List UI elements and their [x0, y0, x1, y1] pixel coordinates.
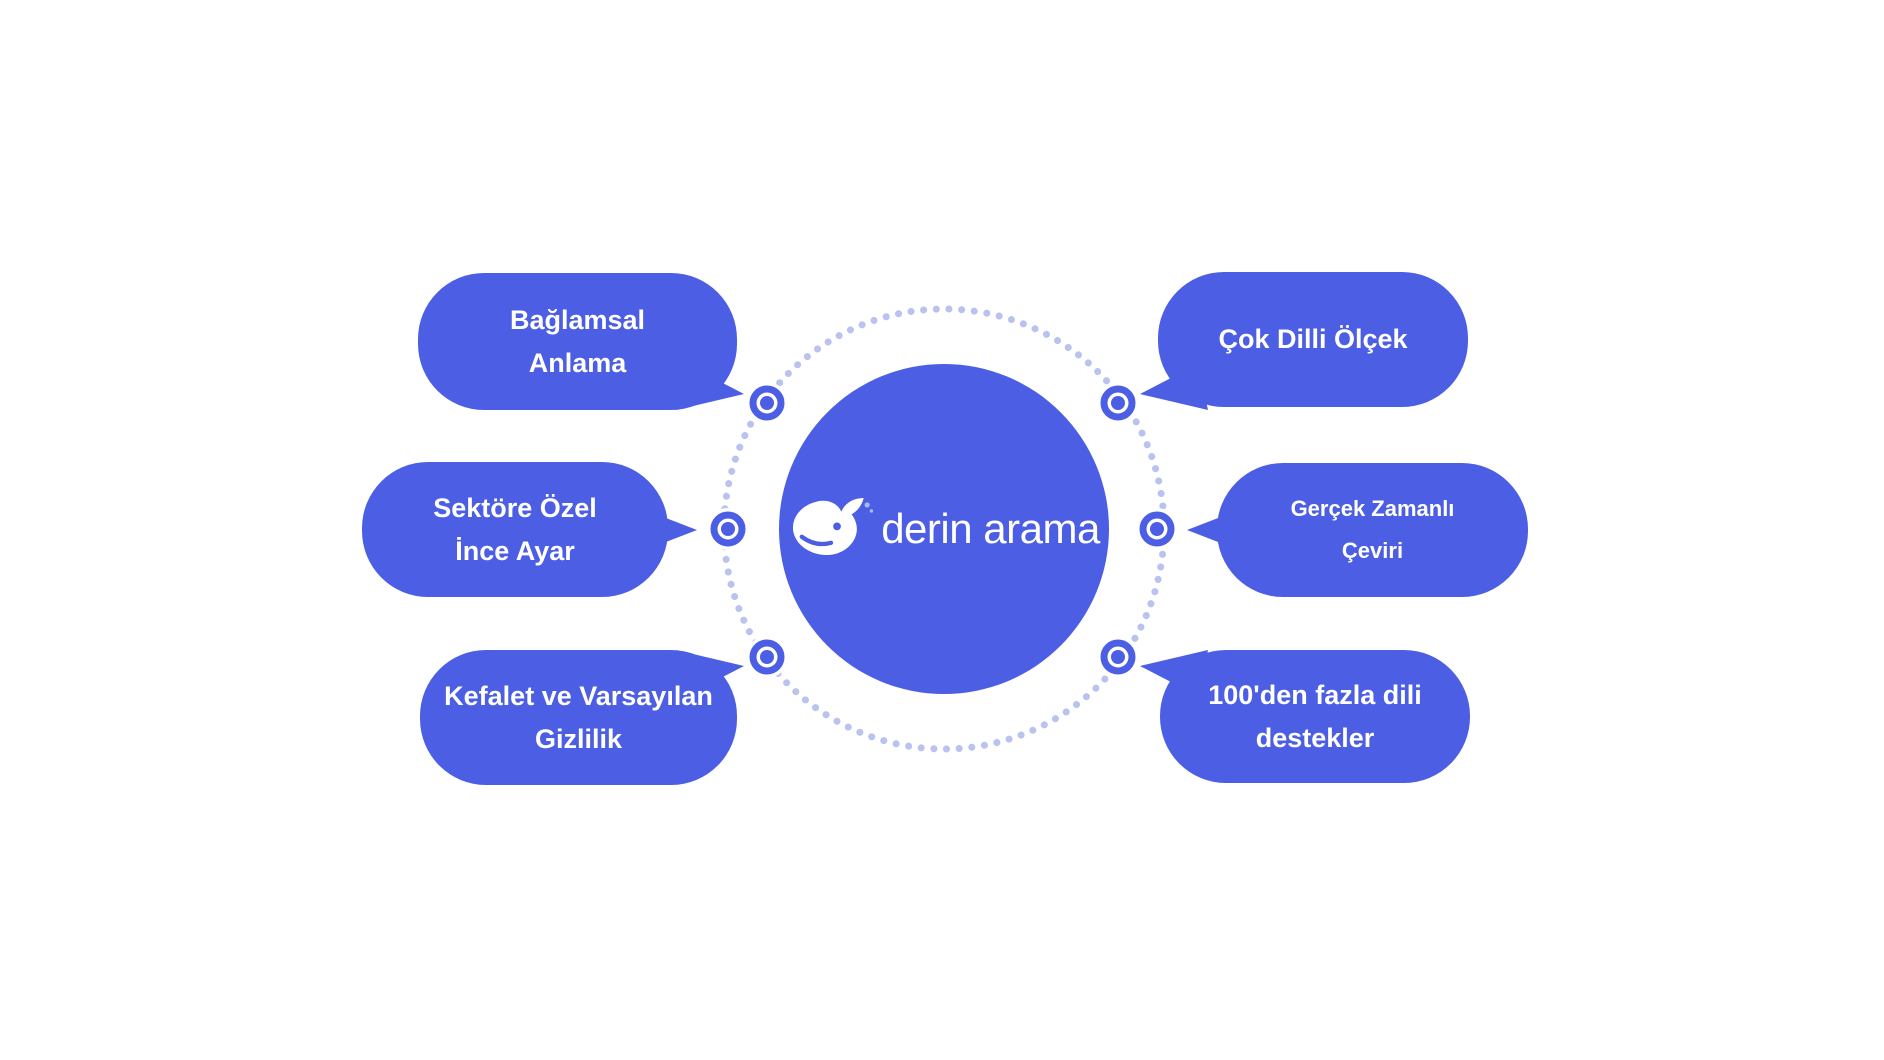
- connector-dot-icon: [707, 508, 749, 550]
- bubble-text-line: Çeviri: [1341, 538, 1404, 563]
- bubble-text-line: Sektöre Özel: [433, 492, 597, 523]
- bubble-text-line: Bağlamsal: [509, 304, 646, 335]
- bubble-privacy-defaults: Kefalet ve Varsayılan Gizlilik: [420, 650, 737, 785]
- brand-label: derin arama: [881, 505, 1100, 552]
- connector-dots: [707, 382, 1178, 678]
- bubble-language-support: 100'den fazla dili destekler: [1160, 650, 1470, 783]
- center-brand-circle: derin arama: [779, 364, 1109, 694]
- connector-dot-icon: [746, 636, 788, 678]
- bubble-multilingual-scale: Çok Dilli Ölçek: [1158, 272, 1468, 407]
- bubble-contextual-understanding: Bağlamsal Anlama: [418, 273, 737, 410]
- bubble-text-line: Gizlilik: [534, 723, 623, 754]
- bubble-text-line: Gerçek Zamanlı: [1290, 496, 1455, 521]
- bubble-text-line: İnce Ayar: [455, 535, 575, 566]
- bubble-text-line: Çok Dilli Ölçek: [1218, 324, 1408, 354]
- bubble-realtime-translation: Gerçek Zamanlı Çeviri: [1217, 463, 1528, 597]
- connector-dot-icon: [746, 382, 788, 424]
- whale-icon: [793, 498, 874, 556]
- bubble-industry-fine-tuning: Sektöre Özel İnce Ayar: [362, 462, 668, 597]
- connector-dot-icon: [1097, 636, 1139, 678]
- connector-dot-icon: [1136, 508, 1178, 550]
- connector-dot-icon: [1097, 382, 1139, 424]
- bubble-text-line: destekler: [1255, 722, 1375, 753]
- bubble-text-line: 100'den fazla dili: [1208, 679, 1422, 710]
- bubble-text-line: Kefalet ve Varsayılan: [444, 680, 713, 711]
- bubble-text-line: Anlama: [528, 347, 627, 378]
